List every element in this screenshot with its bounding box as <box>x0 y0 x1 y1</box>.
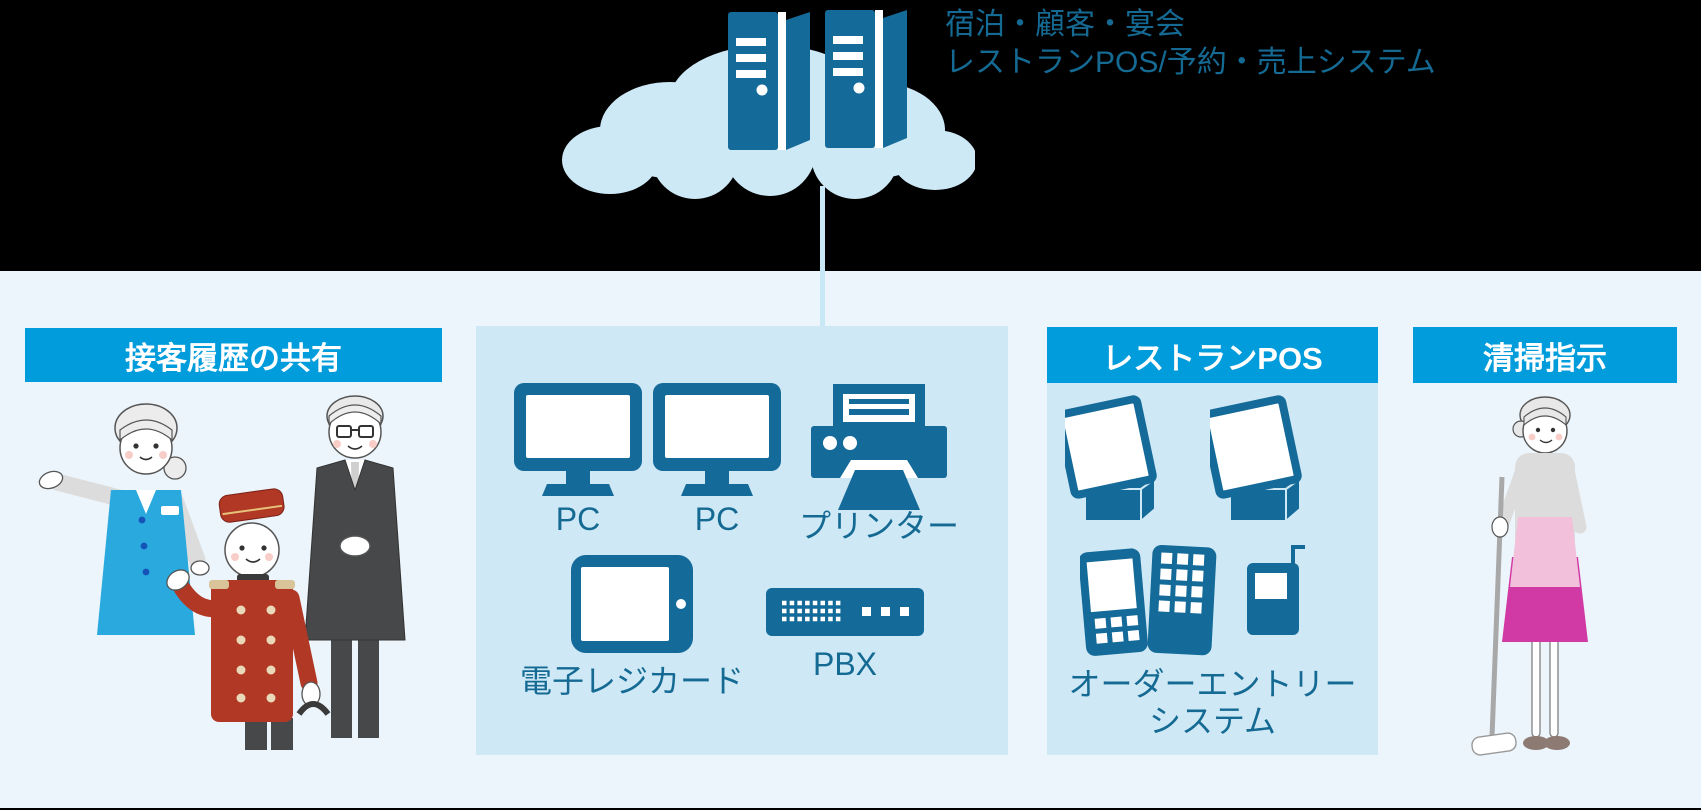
bellboy-figure <box>166 488 331 750</box>
printer-icon <box>811 384 947 510</box>
desktop-pc-icon <box>653 383 781 496</box>
handheld-order-terminal-icon <box>1080 544 1217 656</box>
device-label: プリンター <box>798 508 959 544</box>
server-towers-icon <box>728 10 907 150</box>
pos-terminal-icon <box>1210 395 1304 524</box>
device-label: PC <box>555 501 601 537</box>
tablet-icon <box>571 555 693 653</box>
section-header-restaurant-pos: レストランPOS <box>1047 327 1378 383</box>
cleaner-figure <box>1471 396 1588 756</box>
device-label: PBX <box>812 646 878 682</box>
section-title: 清掃指示 <box>1483 340 1607 376</box>
pbx-icon <box>766 588 924 636</box>
receptionist-figure <box>38 403 210 635</box>
cloud-connector-line <box>820 186 825 327</box>
cloud-caption-line2: レストランPOS/予約・売上システム <box>945 46 1436 79</box>
section-title: 接客履歴の共有 <box>125 340 342 376</box>
panel-restaurant-pos: レストランPOS <box>1047 327 1378 755</box>
desktop-pc-icon <box>514 383 642 496</box>
pos-terminal-icon <box>1065 395 1159 524</box>
cloud-caption-line1: 宿泊・顧客・宴会 <box>945 8 1185 41</box>
section-title: レストランPOS <box>1102 340 1323 376</box>
section-header-cleaning: 清掃指示 <box>1413 327 1677 383</box>
cleaning-staff-illustration <box>1471 396 1588 756</box>
device-label: PC <box>694 501 740 537</box>
device-label: 電子レジカード <box>519 663 744 699</box>
cloud-server-icon <box>562 10 975 199</box>
cloud-caption: 宿泊・顧客・宴会 レストランPOS/予約・売上システム <box>945 6 1436 82</box>
wireless-handset-icon <box>1247 545 1305 635</box>
panel-front-office-devices: PC PC プリンター 電子レジカード PBX <box>476 326 1008 755</box>
manager-figure <box>304 395 406 738</box>
order-entry-system-label: オーダーエントリー システム <box>1068 666 1357 739</box>
section-header-service-history: 接客履歴の共有 <box>25 328 442 382</box>
hotel-staff-trio-illustration <box>38 395 406 750</box>
